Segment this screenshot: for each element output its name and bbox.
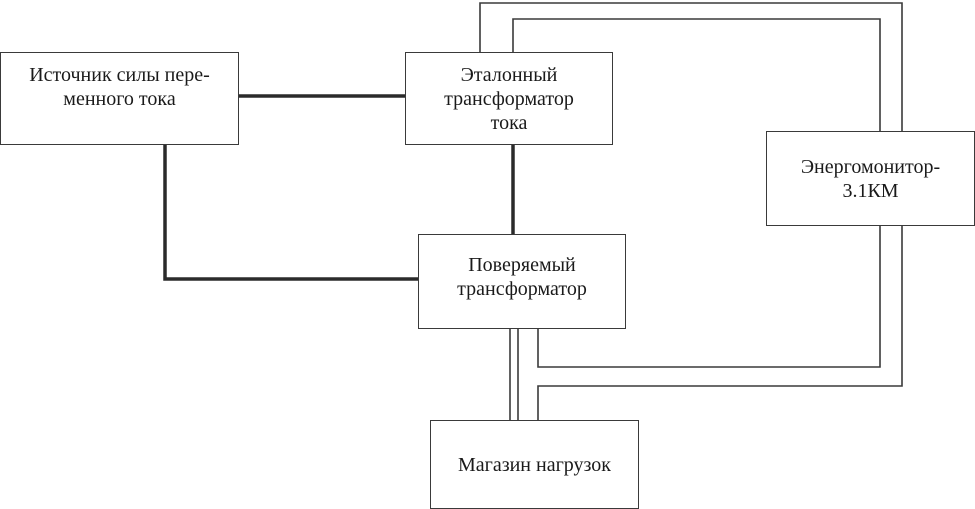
ac-current-source-box: Источник силы пере- менного тока — [0, 52, 239, 145]
energomonitor-label-line1: Энергомонитор- — [800, 155, 941, 178]
primary-circuit — [163, 94, 515, 281]
etalon-outer-loop — [479, 2, 903, 131]
tested-transformer-label-line1: Поверяемый — [468, 254, 576, 276]
load-box: Магазин нагрузок — [430, 420, 639, 509]
reference-current-transformer-box: Эталонный трансформатор тока — [405, 52, 613, 145]
load-to-energy-line — [537, 226, 903, 420]
ac-current-source-label-line1: Источник силы пере- — [29, 64, 210, 86]
etalon-inner-loop — [512, 18, 881, 131]
secondary-circuit — [479, 2, 903, 420]
ac-current-source-label-line2: менного тока — [63, 88, 176, 110]
reference-transformer-label-line2: трансформатор — [444, 87, 574, 110]
tested-to-energy-line — [537, 226, 881, 368]
tested-transformer-label-line2: трансформатор — [457, 278, 587, 300]
reference-transformer-label-line3: тока — [490, 111, 528, 134]
source-to-tested-line — [163, 145, 418, 281]
energomonitor-label-line2: 3.1КМ — [842, 179, 899, 202]
load-box-label: Магазин нагрузок — [457, 453, 612, 476]
reference-transformer-label-line1: Эталонный — [460, 63, 558, 86]
tested-transformer-box: Поверяемый трансформатор — [418, 234, 626, 329]
energomonitor-box: Энергомонитор- 3.1КМ — [766, 131, 975, 226]
